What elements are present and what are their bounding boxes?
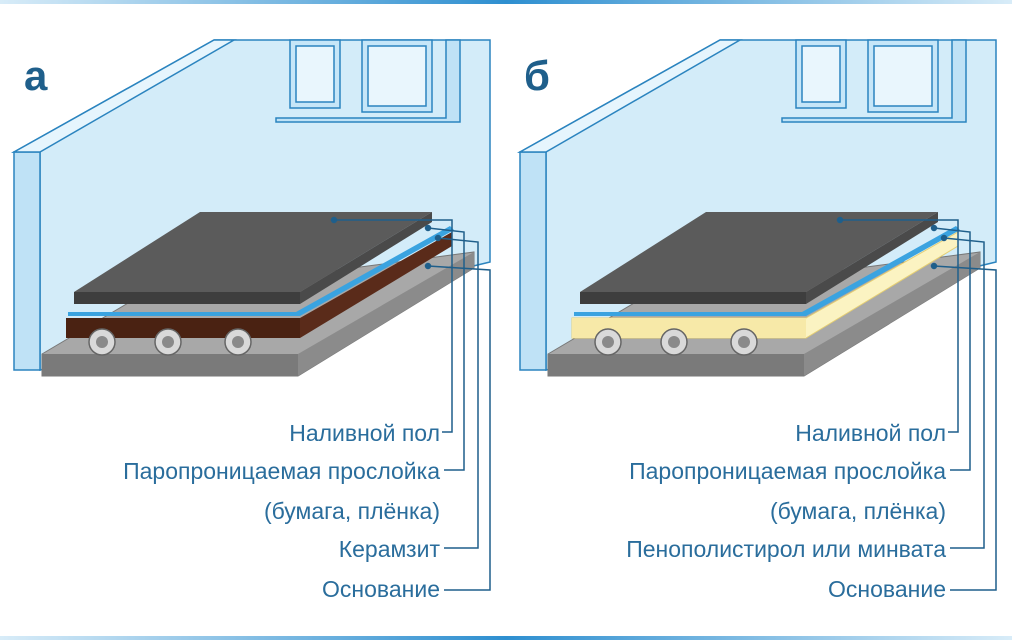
label-floor: Наливной пол — [289, 420, 440, 446]
membrane-layer — [68, 226, 454, 316]
label-insulation: Пенополистирол или минвата — [626, 536, 946, 562]
insulation-layer — [66, 232, 452, 356]
panel-b: б Наливной пол Паропроницаемая прослойка… — [506, 0, 1012, 643]
floor-slab — [74, 212, 432, 304]
bottom-accent-band — [0, 636, 1012, 640]
leader-lines — [330, 216, 491, 591]
label-membrane: Паропроницаемая прослойка — [123, 458, 440, 484]
insulation-layer — [571, 231, 959, 356]
label-floor: Наливной пол — [795, 420, 946, 446]
label-base: Основание — [828, 576, 946, 602]
label-insulation: Керамзит — [338, 536, 440, 562]
panel-a: а Наливной пол Паропроницаемая прослойка… — [11, 39, 491, 602]
floor-slab — [580, 212, 938, 304]
diagram-a — [11, 39, 491, 591]
label-membrane-note: (бумага, плёнка) — [769, 498, 946, 524]
leader-lines — [836, 216, 997, 591]
panel-letter: а — [24, 52, 48, 99]
label-membrane-note: (бумага, плёнка) — [263, 498, 440, 524]
label-base: Основание — [322, 576, 440, 602]
label-membrane: Паропроницаемая прослойка — [629, 458, 946, 484]
membrane-layer — [574, 226, 960, 316]
panel-letter: б — [524, 52, 550, 99]
top-accent-band — [0, 0, 1012, 4]
diagram-b — [517, 39, 997, 591]
